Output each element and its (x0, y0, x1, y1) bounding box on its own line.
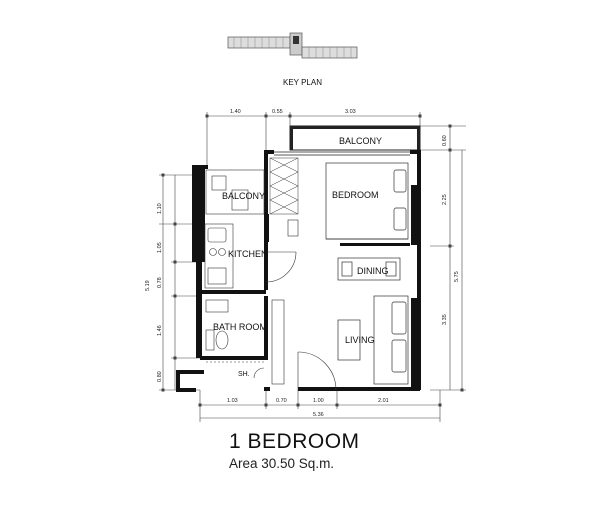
bedroom-window (274, 151, 410, 156)
dim-right-total: 5.75 (454, 271, 460, 282)
dim-bottom-total: 5.36 (313, 412, 324, 418)
wardrobe (269, 157, 299, 215)
partition (266, 214, 410, 246)
unit-area: Area 30.50 Sq.m. (229, 456, 335, 471)
dim-left-4: 1.46 (157, 325, 163, 336)
entrance-door (297, 351, 337, 391)
room-label-dining: DINING (357, 266, 389, 276)
kitchen-door (265, 251, 297, 283)
kitchen-counter (204, 223, 234, 289)
dim-right-3: 3.35 (442, 314, 448, 325)
dim-left-5: 0.80 (157, 371, 163, 382)
dim-bottom-1: 1.03 (227, 398, 238, 404)
dim-bottom-3: 1.00 (313, 398, 324, 404)
dim-right-2: 2.25 (442, 194, 448, 205)
dim-top-3: 3.03 (345, 109, 356, 115)
room-label-kitchen: KITCHEN (228, 249, 268, 259)
dim-left-3: 0.78 (157, 277, 163, 288)
key-plan-label: KEY PLAN (283, 78, 322, 87)
unit-title: 1 BEDROOM (229, 430, 360, 453)
room-label-bathroom: BATH ROOM (213, 322, 267, 332)
sofa (337, 295, 409, 385)
tv-unit (271, 299, 285, 385)
dim-left-1: 1.10 (157, 203, 163, 214)
room-label-balcony-top: BALCONY (339, 136, 382, 146)
room-label-shower: SH. (238, 371, 250, 378)
top-balcony (289, 125, 421, 151)
dim-bottom-4: 2.01 (378, 398, 389, 404)
left-balcony (205, 169, 265, 215)
bathroom-fixtures (205, 299, 265, 379)
dim-top-1: 1.40 (230, 109, 241, 115)
room-label-living: LIVING (345, 335, 375, 345)
bed (325, 162, 409, 240)
desk (287, 219, 299, 237)
dim-left-2: 1.05 (157, 242, 163, 253)
dim-top-2: 0.55 (272, 109, 283, 115)
key-plan (227, 32, 358, 59)
dim-left-total: 5.19 (145, 280, 151, 291)
dining-table (337, 257, 401, 281)
dim-right-1: 0.60 (442, 135, 448, 146)
dim-bottom-2: 0.70 (276, 398, 287, 404)
room-label-balcony-left: BALCONY (222, 191, 265, 201)
room-label-bedroom: BEDROOM (332, 190, 379, 200)
dimension-ticks (161, 114, 464, 407)
